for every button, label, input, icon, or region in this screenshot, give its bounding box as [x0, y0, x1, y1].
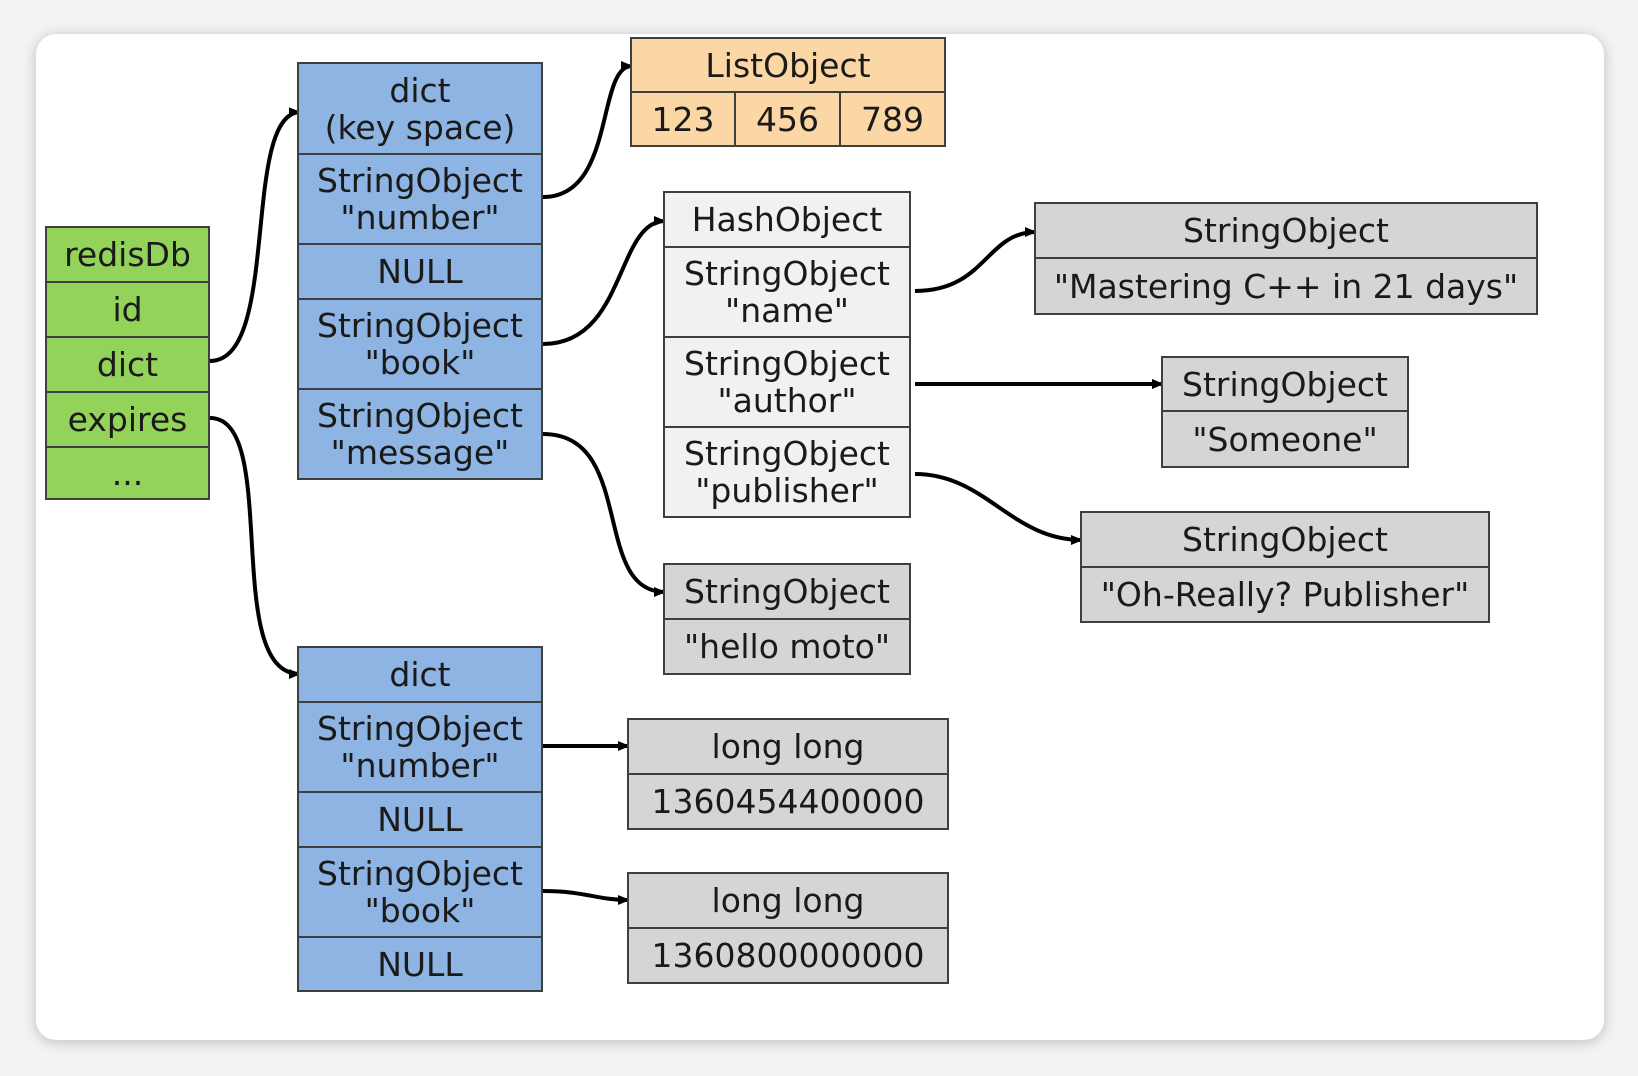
edge-message-to-string: [542, 432, 666, 597]
diagram-card: redisDb id dict expires ... dict (key sp…: [36, 34, 1604, 1040]
name-string-title: StringObject: [1036, 204, 1536, 259]
list-item: 456: [736, 93, 841, 145]
keyspace-entry-number: StringObject "number": [299, 155, 541, 245]
keyspace-dict-title: dict (key space): [299, 64, 541, 155]
hash-entry-publisher-key: "publisher": [695, 471, 879, 510]
redisdb-field-id: id: [47, 283, 208, 338]
expires-entry-book-key: "book": [364, 891, 476, 930]
publisher-string-value: "Oh-Really? Publisher": [1100, 575, 1470, 614]
message-string-object: StringObject "hello moto": [663, 563, 911, 675]
author-string-object: StringObject "Someone": [1161, 356, 1409, 468]
book-expire-value: 1360800000000: [651, 936, 925, 975]
edge-name-to-string: [914, 227, 1037, 293]
hash-entry-publisher: StringObject "publisher": [665, 428, 909, 516]
keyspace-entry-message-type: StringObject: [317, 396, 523, 435]
redisdb-field-dict: dict: [47, 338, 208, 393]
redisdb-field-more: ...: [111, 453, 144, 493]
expires-entry-book: StringObject "book": [299, 848, 541, 938]
list-object-title: ListObject: [632, 39, 944, 93]
hash-entry-author: StringObject "author": [665, 338, 909, 428]
number-expire-title: long long: [629, 720, 947, 775]
hash-entry-author-key: "author": [717, 381, 857, 420]
expires-entry-number-key: "number": [340, 746, 500, 785]
hash-entry-name-key: "name": [725, 291, 849, 330]
redisdb-field-expires: expires: [47, 393, 208, 448]
keyspace-entry-null: NULL: [299, 245, 541, 300]
list-item: 123: [632, 93, 736, 145]
book-expire-title: long long: [629, 874, 947, 929]
keyspace-dict-title-line1: dict: [389, 70, 451, 110]
keyspace-entry-message: StringObject "message": [299, 390, 541, 478]
list-item: 789: [861, 99, 924, 139]
expires-dict-title: dict: [299, 648, 541, 703]
hash-object-title: HashObject: [665, 193, 909, 248]
hash-entry-publisher-type: StringObject: [684, 434, 890, 473]
expires-entry-null-1: NULL: [299, 793, 541, 848]
redisdb-struct: redisDb id dict expires ...: [45, 226, 210, 500]
hash-object: HashObject StringObject "name" StringObj…: [663, 191, 911, 518]
edge-dict-to-keyspace: [209, 107, 301, 363]
expires-entry-number-type: StringObject: [317, 709, 523, 748]
list-object-items: 123 456 789: [632, 93, 944, 145]
keyspace-entry-book: StringObject "book": [299, 300, 541, 390]
hash-entry-name-type: StringObject: [684, 254, 890, 293]
edge-number-to-list: [542, 61, 633, 199]
keyspace-entry-number-key: "number": [340, 198, 500, 237]
publisher-string-object: StringObject "Oh-Really? Publisher": [1080, 511, 1490, 623]
keyspace-entry-book-key: "book": [364, 343, 476, 382]
edge-book-to-hash: [542, 216, 666, 346]
author-string-title: StringObject: [1163, 358, 1407, 412]
hash-entry-name: StringObject "name": [665, 248, 909, 338]
edge-expires-to-expires-dict: [209, 416, 301, 679]
keyspace-entry-message-key: "message": [330, 433, 510, 472]
message-string-title: StringObject: [665, 565, 909, 620]
name-string-value: "Mastering C++ in 21 days": [1053, 266, 1519, 306]
number-expire-value: 1360454400000: [651, 782, 925, 821]
redisdb-title: redisDb: [47, 228, 208, 283]
connection-layer: [209, 61, 1164, 905]
publisher-string-title: StringObject: [1082, 513, 1488, 568]
expires-entry-book-type: StringObject: [317, 854, 523, 893]
list-object: ListObject 123 456 789: [630, 37, 946, 147]
expires-entry-number: StringObject "number": [299, 703, 541, 793]
hash-entry-author-type: StringObject: [684, 344, 890, 383]
edge-publisher-to-string: [914, 472, 1083, 545]
keyspace-dict-title-line2: (key space): [324, 107, 516, 147]
message-string-value: "hello moto": [683, 627, 891, 666]
book-expire-longlong: long long 1360800000000: [627, 872, 949, 984]
number-expire-longlong: long long 1360454400000: [627, 718, 949, 830]
keyspace-entry-book-type: StringObject: [317, 306, 523, 345]
expires-dict: dict StringObject "number" NULL StringOb…: [297, 646, 543, 992]
keyspace-dict: dict (key space) StringObject "number" N…: [297, 62, 543, 480]
edge-expire-book-to-longlong: [542, 889, 630, 905]
author-string-value: "Someone": [1192, 419, 1378, 459]
name-string-object: StringObject "Mastering C++ in 21 days": [1034, 202, 1538, 315]
expires-entry-null-2: NULL: [377, 944, 463, 984]
keyspace-entry-number-type: StringObject: [317, 161, 523, 200]
